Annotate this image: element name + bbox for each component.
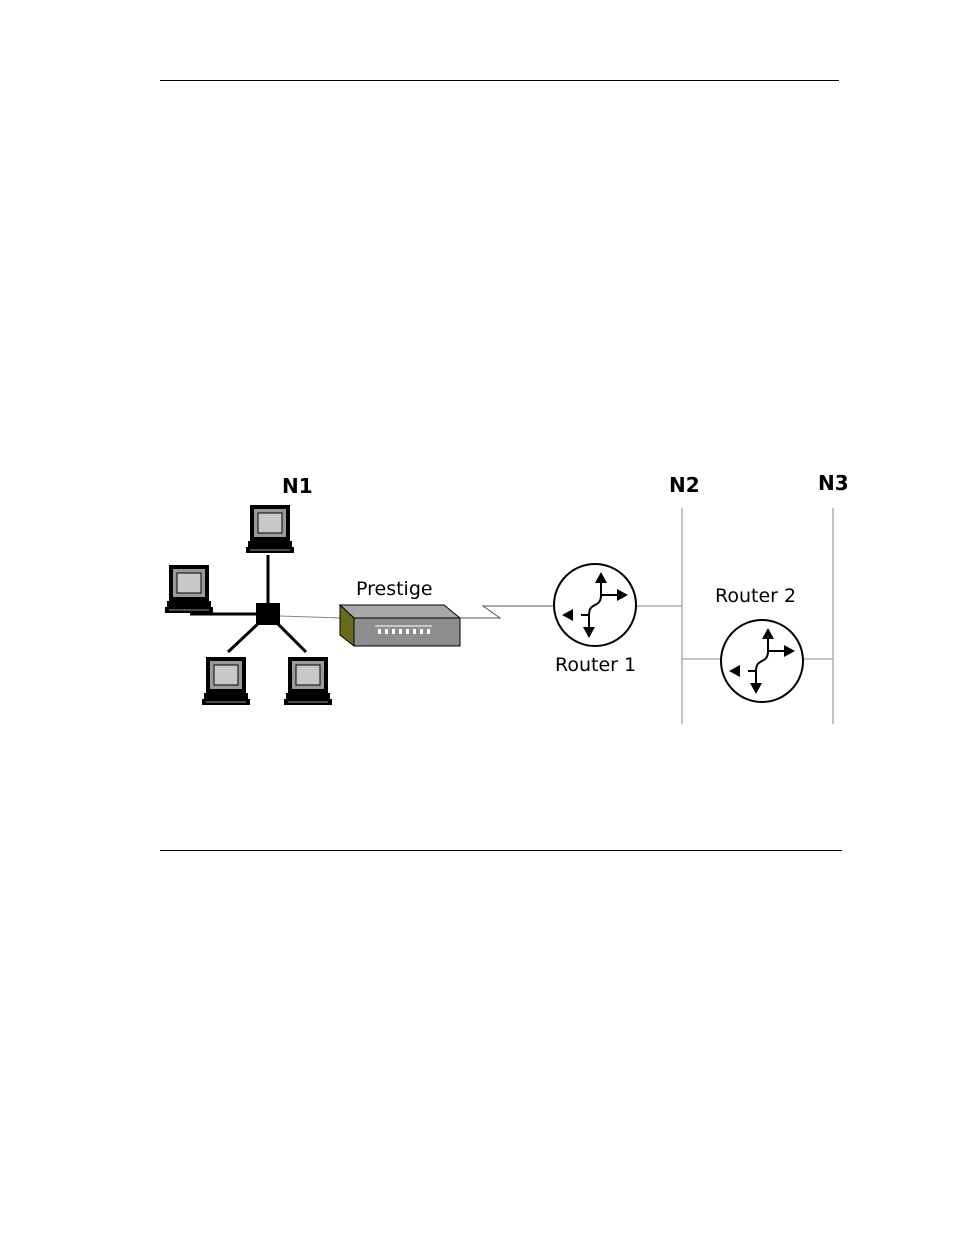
router-icon (721, 620, 803, 702)
wan-link (460, 606, 553, 618)
n1-lan-cabling (190, 555, 342, 652)
device-label-prestige: Prestige (356, 578, 433, 600)
hub-icon (256, 603, 280, 625)
prestige-device-icon (340, 605, 460, 646)
computer-icon (165, 565, 213, 613)
router-icon (554, 564, 636, 646)
router-label-1: Router 1 (555, 654, 636, 676)
footer-rule (160, 850, 842, 851)
router-label-2: Router 2 (715, 585, 796, 607)
computer-icon (202, 657, 250, 705)
computer-icon (246, 505, 294, 553)
network-label-n3: N3 (818, 471, 849, 495)
computer-icon (284, 657, 332, 705)
network-label-n1: N1 (282, 474, 313, 498)
network-label-n2: N2 (669, 473, 700, 497)
